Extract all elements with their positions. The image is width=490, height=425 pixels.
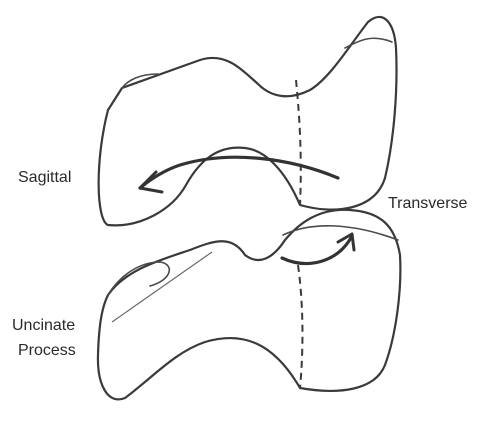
lower-vertebra-dashed-line xyxy=(298,265,302,388)
upper-vertebra-outline xyxy=(99,17,397,225)
upper-vertebra xyxy=(99,17,397,225)
lower-vertebra-top-rim xyxy=(283,226,398,240)
sagittal-arrow xyxy=(140,157,338,192)
upper-vertebra-dashed-line xyxy=(296,80,301,205)
sagittal-label: Sagittal xyxy=(18,169,71,186)
uncinate-process-curve xyxy=(108,262,169,295)
transverse-label: Transverse xyxy=(388,195,468,212)
lower-vertebra xyxy=(98,210,400,400)
uncinate-label-line1: Uncinate xyxy=(12,317,75,334)
uncinate-label-line2: Process xyxy=(18,342,76,359)
transverse-arrow xyxy=(282,234,354,263)
lower-vertebra-outline xyxy=(98,210,400,400)
transverse-arrowhead xyxy=(338,234,354,250)
sagittal-arrow-shaft xyxy=(140,157,338,188)
